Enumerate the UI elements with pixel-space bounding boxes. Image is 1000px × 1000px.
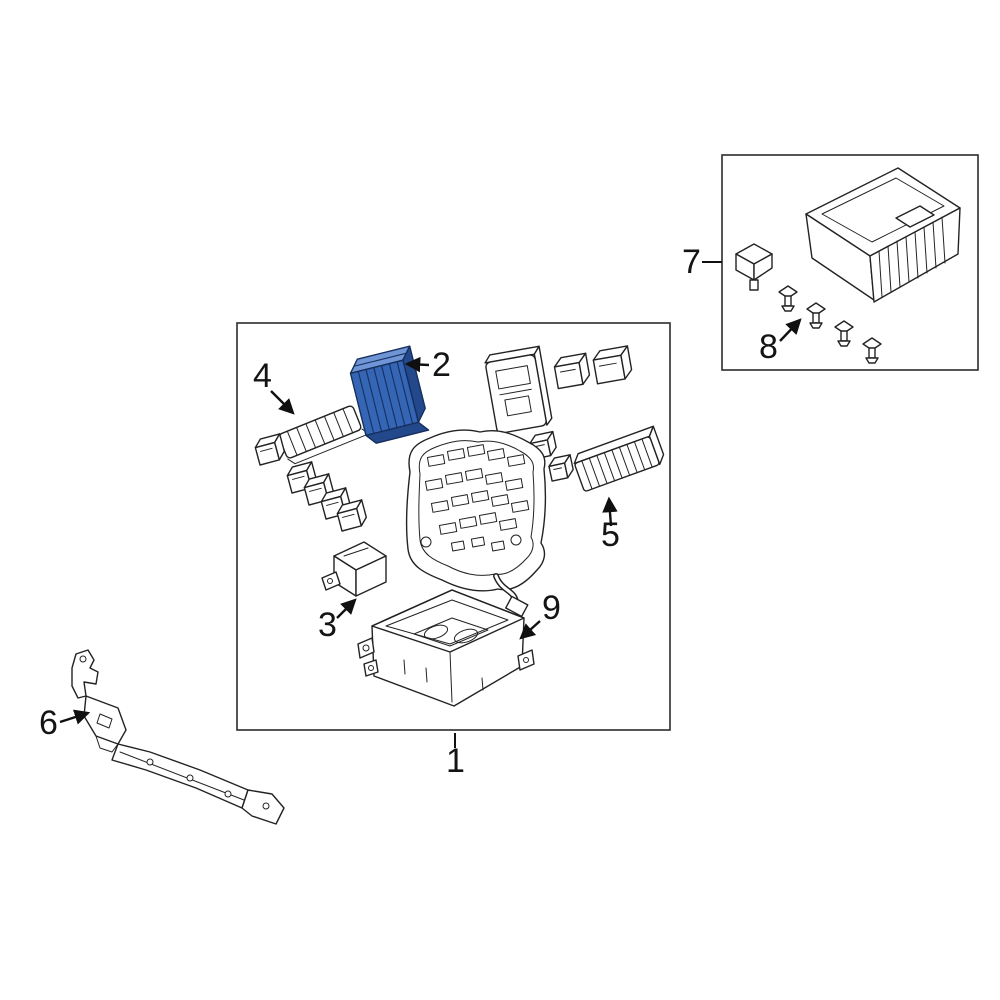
callout-8-arrow [779, 318, 802, 342]
cover-latch-clip [735, 243, 773, 291]
wire-connector [505, 595, 529, 618]
part-5-connector-block[interactable] [572, 425, 667, 492]
callout-4-arrow [270, 390, 295, 415]
callout-1: 1 [446, 733, 465, 780]
callout-5: 5 [601, 496, 620, 554]
part-8-retainer-clips[interactable] [778, 285, 882, 364]
callout-3-arrow [336, 598, 357, 619]
callout-8-label[interactable]: 8 [759, 328, 778, 366]
callout-6-label[interactable]: 6 [39, 704, 58, 742]
relay-cube-large[interactable] [484, 345, 553, 434]
part-6-support-bracket[interactable] [71, 649, 285, 825]
callout-9: 9 [519, 589, 561, 640]
callout-6: 6 [39, 704, 91, 742]
part-2-relay-module-highlighted[interactable] [348, 345, 431, 445]
callout-1-label[interactable]: 1 [446, 742, 465, 780]
part-3-mounting-bracket[interactable] [321, 541, 387, 597]
callout-8: 8 [759, 318, 802, 366]
callout-2-label[interactable]: 2 [432, 346, 451, 384]
part-4-relay-and-fuse-set[interactable] [254, 403, 370, 532]
fuse-box-main-body[interactable] [405, 429, 547, 618]
relay-cube-small-1[interactable] [553, 352, 591, 390]
callout-4-label[interactable]: 4 [253, 357, 272, 395]
callout-4: 4 [253, 357, 295, 415]
callout-3-label[interactable]: 3 [318, 606, 337, 644]
main-assembly-frame [236, 322, 671, 731]
part-7-upper-cover[interactable] [735, 167, 961, 303]
fuse-cube-mid-2[interactable] [548, 454, 575, 482]
callout-7: 7 [682, 243, 722, 281]
callout-9-label[interactable]: 9 [542, 589, 561, 627]
callout-6-arrow [59, 709, 91, 725]
callout-5-label[interactable]: 5 [601, 516, 620, 554]
callout-7-label[interactable]: 7 [682, 243, 701, 281]
callout-9-arrow [519, 620, 541, 640]
fuse-slots [420, 444, 530, 552]
callout-3: 3 [318, 598, 357, 644]
callout-2: 2 [404, 346, 451, 384]
cover-side-ribs [878, 216, 946, 298]
callout-2-arrow [404, 356, 430, 373]
callout-5-arrow [602, 496, 618, 527]
part-9-lower-tray[interactable] [357, 589, 535, 707]
relay-cube-small-2[interactable] [592, 345, 633, 385]
